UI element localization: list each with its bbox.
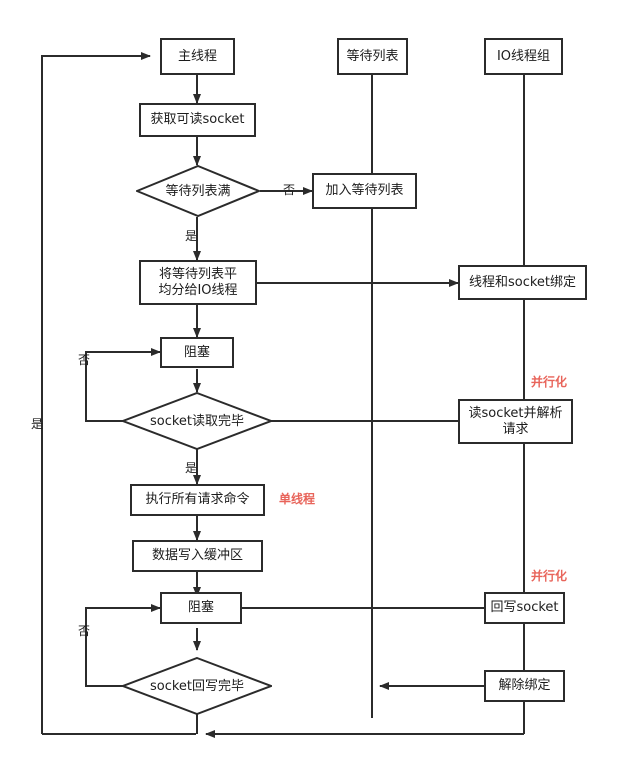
node-unbind-label: 解除绑定 — [498, 678, 551, 693]
edge-label-socket-read-yes: 是 — [185, 461, 198, 475]
edge-label-socket-read-no: 否 — [78, 353, 91, 367]
node-block-read-label: 阻塞 — [183, 344, 210, 360]
node-write-buffer[interactable]: 数据写入缓冲区 — [132, 540, 263, 572]
node-bind-thread-socket[interactable]: 线程和socket绑定 — [458, 265, 587, 300]
node-main-thread[interactable]: 主线程 — [160, 38, 235, 75]
decision-socket-write-done[interactable]: socket回写完毕 — [122, 657, 272, 715]
node-read-and-parse-request[interactable]: 读socket并解析 请求 — [458, 399, 573, 444]
node-execute-commands[interactable]: 执行所有请求命令 — [130, 484, 265, 516]
node-block-write-label: 阻塞 — [187, 600, 214, 615]
node-waiting-list-header-label: 等待列表 — [346, 48, 399, 64]
node-io-thread-group-header-label: IO线程组 — [496, 48, 551, 64]
annotation-parallel-read: 并行化 — [531, 375, 568, 389]
node-write-back-socket[interactable]: 回写socket — [484, 592, 565, 624]
edge-label-waiting-list-full-no: 否 — [283, 183, 296, 197]
node-join-waiting-list-label: 加入等待列表 — [325, 183, 404, 198]
node-main-thread-label: 主线程 — [177, 48, 217, 64]
node-unbind[interactable]: 解除绑定 — [484, 670, 565, 702]
decision-waiting-list-full[interactable]: 等待列表满 — [136, 165, 260, 217]
node-block-write[interactable]: 阻塞 — [160, 592, 242, 624]
node-distribute-waiting-list[interactable]: 将等待列表平 均分给IO线程 — [139, 260, 257, 305]
node-execute-commands-label: 执行所有请求命令 — [145, 492, 250, 507]
edge-label-waiting-list-full-yes: 是 — [185, 229, 198, 243]
decision-socket-write-done-label: socket回写完毕 — [149, 678, 245, 694]
edge-label-socket-write-no: 否 — [78, 624, 91, 638]
edge-label-return-yes: 是 — [31, 417, 44, 431]
decision-waiting-list-full-label: 等待列表满 — [165, 183, 231, 199]
node-get-readable-socket-label: 获取可读socket — [150, 112, 245, 127]
annotation-single-thread: 单线程 — [279, 492, 316, 506]
decision-socket-read-done-label: socket读取完毕 — [149, 413, 245, 429]
diamond-shape — [122, 392, 272, 450]
node-block-read[interactable]: 阻塞 — [160, 337, 234, 368]
node-join-waiting-list[interactable]: 加入等待列表 — [312, 173, 417, 209]
annotation-parallel-write: 并行化 — [531, 569, 568, 583]
node-read-and-parse-request-label: 读socket并解析 请求 — [468, 405, 563, 437]
decision-socket-read-done[interactable]: socket读取完毕 — [122, 392, 272, 450]
node-write-buffer-label: 数据写入缓冲区 — [151, 548, 243, 563]
node-bind-thread-socket-label: 线程和socket绑定 — [468, 274, 577, 290]
node-get-readable-socket[interactable]: 获取可读socket — [139, 103, 256, 137]
diamond-shape — [122, 657, 272, 715]
node-write-back-socket-label: 回写socket — [490, 600, 559, 615]
node-waiting-list-header[interactable]: 等待列表 — [337, 38, 408, 75]
diamond-shape — [136, 165, 260, 217]
node-distribute-waiting-list-label: 将等待列表平 均分给IO线程 — [158, 266, 238, 298]
node-io-thread-group-header[interactable]: IO线程组 — [484, 38, 563, 75]
